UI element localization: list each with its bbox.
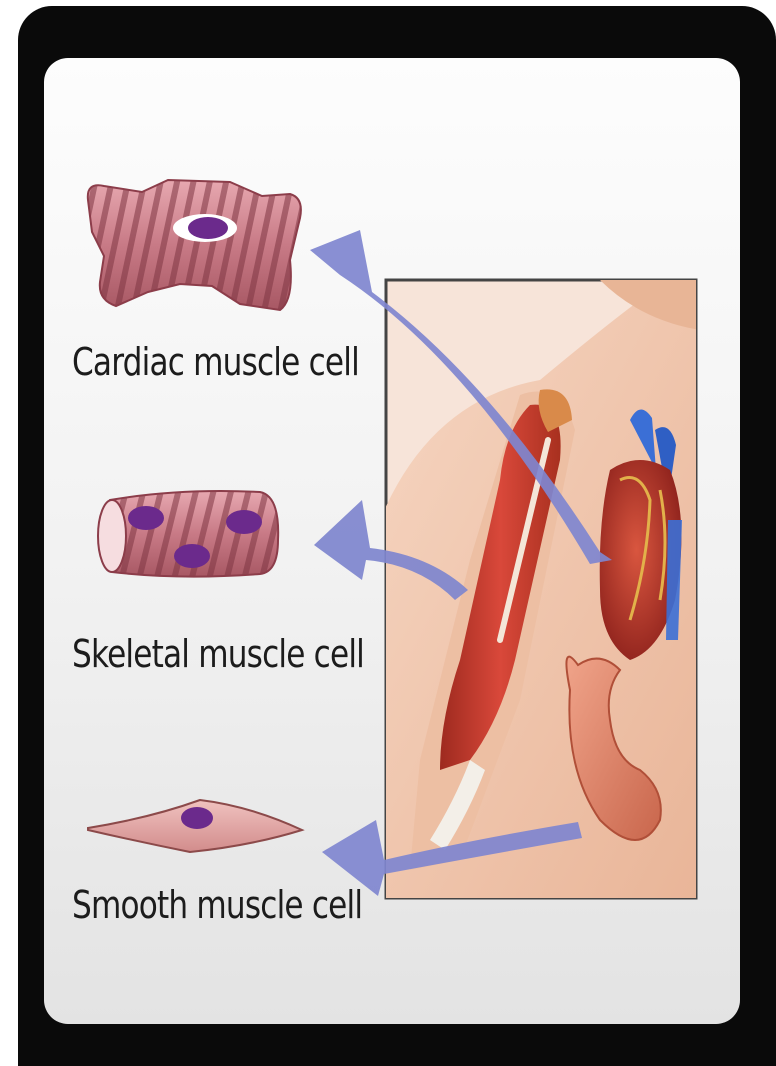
skeletal-muscle-cell-label: Skeletal muscle cell (72, 632, 364, 676)
smooth-muscle-cell-label: Smooth muscle cell (72, 883, 362, 927)
cardiac-muscle-cell-illustration (88, 180, 301, 310)
smooth-muscle-cell-illustration (88, 800, 302, 852)
skeletal-muscle-cell-illustration (98, 491, 278, 577)
cardiac-muscle-cell-label: Cardiac muscle cell (72, 340, 359, 384)
body-illustration (380, 280, 700, 900)
